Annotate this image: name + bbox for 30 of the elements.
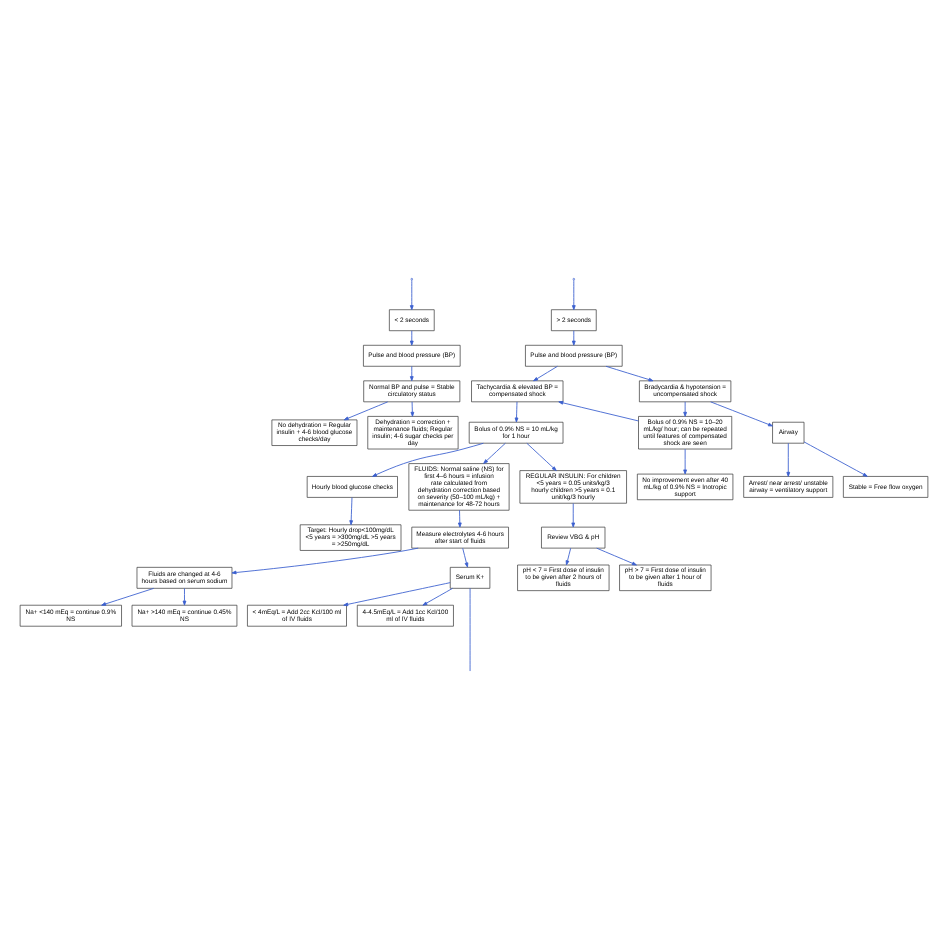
arrow (786, 441, 791, 476)
arrow (533, 364, 558, 381)
arrow (526, 441, 557, 470)
arrow (803, 440, 868, 476)
arrow (343, 581, 451, 606)
arrow (422, 586, 453, 605)
arrow (683, 447, 687, 474)
arrow (565, 546, 572, 565)
arrow (514, 400, 519, 422)
arrow (349, 496, 354, 525)
arrow (409, 329, 414, 345)
arrow (182, 587, 187, 605)
arrow (683, 400, 687, 416)
arrow (462, 546, 469, 567)
arrow (483, 441, 506, 463)
arrow (409, 364, 414, 381)
arrow (410, 400, 415, 416)
arrow (710, 400, 773, 426)
arrow (409, 278, 414, 310)
arrow (571, 329, 576, 345)
arrow (457, 508, 462, 527)
arrow (372, 441, 484, 476)
arrow (558, 399, 639, 421)
arrow (596, 546, 637, 565)
arrow (231, 546, 419, 574)
arrow (101, 586, 155, 605)
arrow (343, 400, 389, 420)
arrow (571, 278, 576, 310)
arrow (571, 502, 576, 527)
arrow (605, 364, 654, 381)
